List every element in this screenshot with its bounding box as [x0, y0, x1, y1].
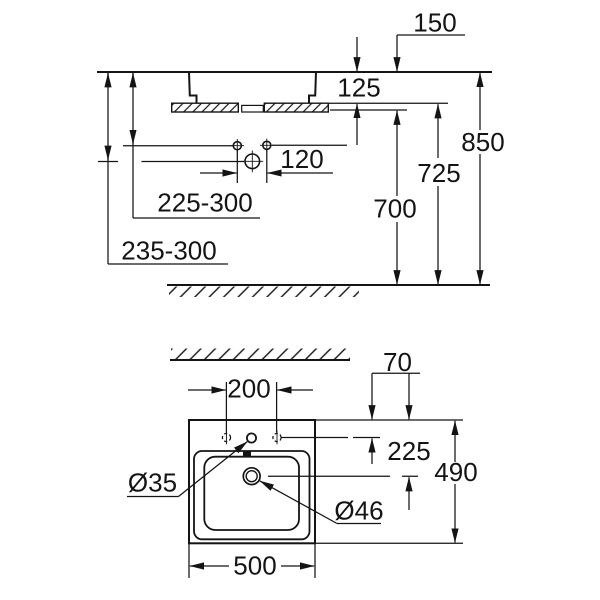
dim-125-label: 125	[337, 73, 380, 103]
dim-725-label: 725	[417, 158, 460, 188]
plan-drain	[242, 466, 418, 486]
overflow-slot-icon	[243, 451, 251, 458]
hole-reference-lines	[98, 144, 347, 163]
drain-recess	[241, 104, 264, 113]
dim-700-label: 700	[373, 194, 416, 224]
dim-500-label: 500	[233, 551, 276, 581]
dim-225: 225	[387, 373, 431, 510]
dim-125: 125	[337, 37, 381, 145]
dim-490-label: 490	[434, 457, 477, 487]
dim-235-300-lines	[107, 72, 228, 265]
dia35-label: Ø35	[128, 468, 177, 498]
callout-dia35: Ø35	[127, 441, 248, 498]
floor-hatch	[169, 286, 359, 297]
wall-hatch	[171, 348, 350, 359]
dim-150: 150	[393, 8, 465, 72]
dim-120: 120	[200, 144, 333, 183]
dim-850-label: 850	[461, 127, 504, 157]
countertop-section	[170, 102, 448, 113]
countertop-extension-lines	[328, 102, 448, 111]
dim-70: 70	[368, 347, 420, 464]
dim-235-300: 235-300	[104, 72, 228, 266]
dim-225-label: 225	[387, 436, 430, 466]
basin-rim-inner-rect	[193, 450, 311, 541]
floor	[167, 284, 490, 297]
basin-plan-outline	[188, 419, 316, 545]
basin-outer-rect	[188, 419, 316, 545]
countertop-right-block	[263, 102, 329, 113]
dia46-label: Ø46	[334, 496, 383, 526]
dim-150-label: 150	[413, 8, 456, 38]
plan-tap-holes	[221, 430, 380, 445]
mixer-hole-crosshair	[241, 150, 264, 173]
dim-70-label: 70	[383, 347, 412, 377]
dim-700: 700	[373, 110, 417, 285]
drain-inner-icon	[245, 470, 258, 483]
dim-200-extension-lines	[225, 382, 278, 433]
callout-dia46: Ø46	[259, 480, 384, 526]
countertop-left-block	[170, 102, 239, 113]
side-elevation-view: 150 125 700 725 850	[97, 8, 505, 297]
dia46-leader-arrow	[259, 480, 338, 525]
dim-225-300-lines	[132, 72, 260, 219]
dim-725: 725	[417, 103, 461, 285]
dim-235-300-label: 235-300	[121, 236, 216, 266]
plan-extension-lines	[188, 419, 463, 578]
tap-hole-right-crosshair	[260, 138, 274, 153]
dia35-leader-arrow	[178, 441, 248, 497]
dim-225-300: 225-300	[129, 72, 260, 219]
dim-225-300-label: 225-300	[157, 188, 252, 218]
basin-side-profile	[188, 71, 317, 104]
dim-490: 490	[434, 420, 478, 544]
wall	[170, 348, 350, 361]
dim-200: 200	[188, 374, 313, 433]
tap-hole-left-crosshair	[230, 139, 244, 153]
tap-hole-center-icon	[245, 432, 257, 444]
dim-500: 500	[189, 551, 315, 581]
drain-outer-icon	[242, 466, 261, 486]
dim-120-label: 120	[280, 144, 323, 174]
plan-view: 200 70 225 490 500 Ø35	[127, 347, 478, 581]
dim-120-extension-lines	[236, 150, 268, 183]
dim-200-label: 200	[227, 374, 270, 404]
dim-850: 850	[461, 72, 505, 285]
tap-hole-references	[98, 138, 347, 173]
basin-bowl-rect	[203, 455, 300, 531]
